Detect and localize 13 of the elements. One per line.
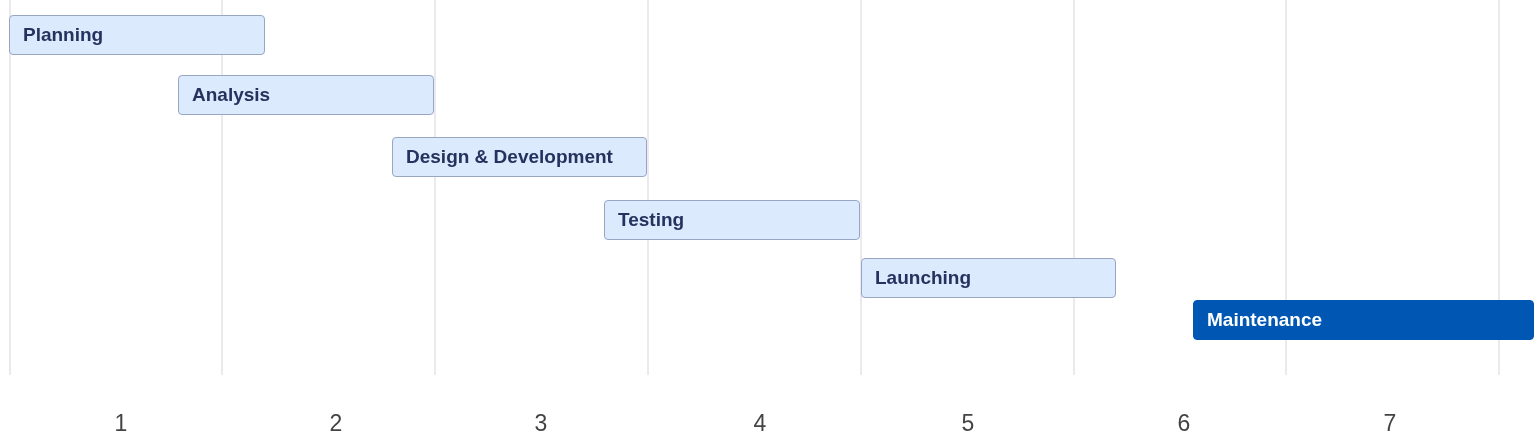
task-bar: Launching [861,258,1116,298]
axis-label: 1 [114,412,128,435]
axis-label: 2 [329,412,343,435]
axis-label: 3 [534,412,548,435]
axis-label: 5 [961,412,975,435]
task-bar: Maintenance [1193,300,1534,340]
task-bar: Analysis [178,75,434,115]
task-bar: Design & Development [392,137,647,177]
axis-label: 6 [1177,412,1191,435]
axis-label: 4 [753,412,767,435]
task-bar: Testing [604,200,860,240]
axis-label: 7 [1383,412,1397,435]
task-bar: Planning [9,15,265,55]
